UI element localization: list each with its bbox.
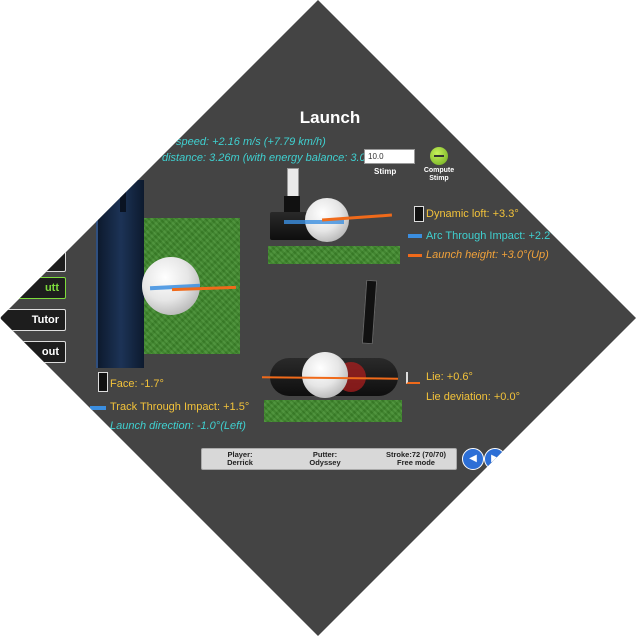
lie-icon: [406, 372, 420, 384]
launch-height-arrow-icon: [408, 254, 422, 257]
next-button[interactable]: ▶: [484, 448, 506, 470]
player-label: Player:: [227, 450, 253, 459]
page-title: Launch: [299, 108, 361, 127]
front-view-grass: [264, 400, 402, 422]
mode-value: Free mode: [397, 458, 435, 467]
skip-back-icon: ◀: [469, 453, 477, 464]
front-view-ball: [302, 352, 348, 398]
shaft-detail: [120, 182, 126, 212]
lie-deviation-readout: Lie deviation: +0.0°: [426, 391, 520, 403]
face-icon: [98, 372, 108, 392]
play-icon: ▶: [491, 453, 499, 464]
front-view-shaft: [361, 279, 378, 345]
launch-height-readout: Launch height: +3.0°(Up): [426, 249, 549, 261]
putter-value: Odyssey: [309, 458, 341, 467]
sidebar-button-tutor[interactable]: Tutor: [0, 309, 66, 331]
side-view-hosel: [284, 196, 300, 214]
compute-stimp-button[interactable]: Compute Stimp: [423, 167, 455, 182]
side-view-arc-arrow: [284, 220, 344, 224]
speed-readout: speed: +2.16 m/s (+7.79 km/h): [176, 136, 326, 148]
stimp-input[interactable]: 10.0: [364, 149, 415, 164]
compute-stimp-icon[interactable]: [430, 147, 448, 165]
previous-button[interactable]: ◀: [462, 448, 484, 470]
putter-label: Putter:: [312, 450, 338, 459]
stimp-label: Stimp: [374, 167, 397, 176]
sidebar-button-logout[interactable]: out: [0, 341, 66, 363]
arc-arrow-icon: [408, 234, 422, 238]
face-readout: Face: -1.7°: [110, 378, 164, 390]
status-bar: Player: Derrick Putter: Odyssey Stroke:7…: [201, 448, 457, 470]
dynamic-loft-readout: Dynamic loft: +3.3°: [426, 208, 519, 220]
side-view-shaft: [287, 168, 299, 198]
side-view-grass: [268, 246, 400, 264]
sidebar-button-top[interactable]: [0, 250, 66, 272]
launch-direction-readout: Launch direction: -1.0°(Left): [110, 420, 246, 432]
loft-icon: [414, 206, 424, 222]
arc-through-impact-readout: Arc Through Impact: +2.2°: [426, 230, 555, 242]
distance-readout: distance: 3.26m (with energy balance: 3.…: [162, 152, 385, 164]
stroke-label: Stroke:72 (70/70): [385, 450, 447, 459]
track-through-impact-readout: Track Through Impact: +1.5°: [110, 401, 250, 413]
sidebar-button-putt[interactable]: utt: [0, 277, 66, 299]
track-arrow-icon: [90, 406, 106, 410]
player-value: Derrick: [227, 458, 253, 467]
lie-readout: Lie: +0.6°: [426, 371, 473, 383]
